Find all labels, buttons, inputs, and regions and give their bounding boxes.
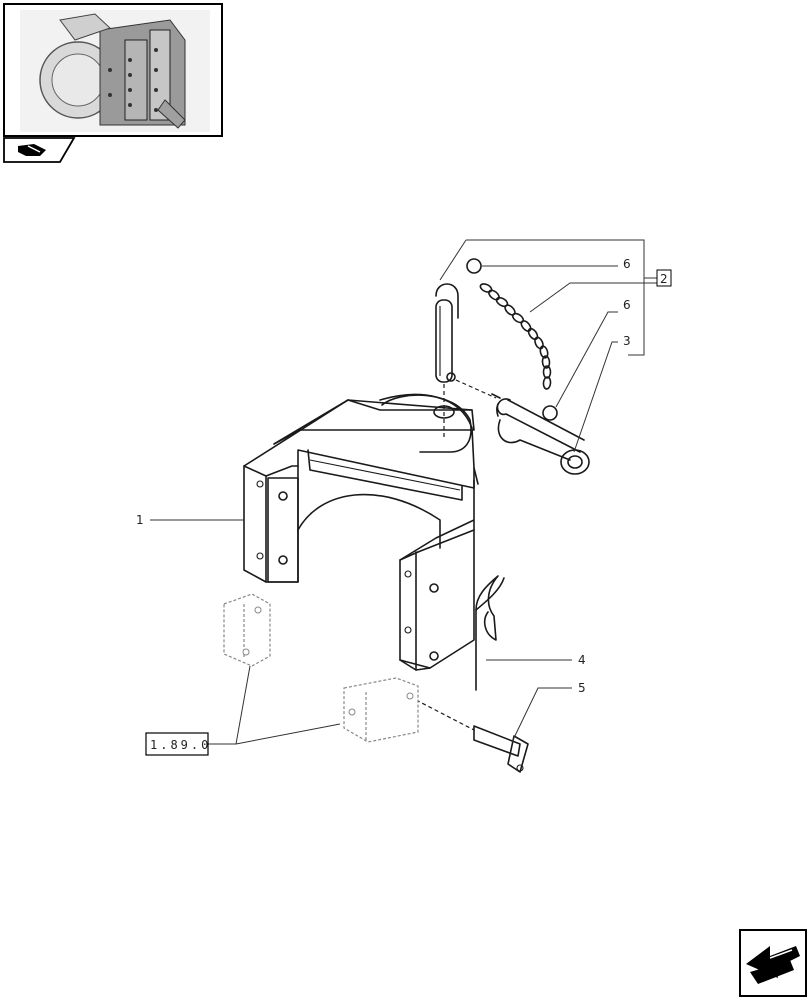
- drawbar-bracket-part-1: [243, 393, 479, 671]
- callout-5[interactable]: 5: [578, 681, 586, 695]
- page-forward-arrow-icon: [746, 946, 800, 984]
- callout-4[interactable]: 4: [578, 653, 586, 667]
- reference-label: 1.89.0: [150, 738, 211, 752]
- callout-6-top[interactable]: 6: [623, 257, 631, 271]
- reference-leaders: [208, 665, 341, 745]
- thumbnail-view[interactable]: [3, 3, 223, 137]
- ring-part-6b: [542, 311, 618, 421]
- reference-bracket-upper: [223, 593, 271, 667]
- callout-1[interactable]: 1: [136, 513, 144, 527]
- lynch-pin-part-3: [455, 341, 618, 475]
- reference-bracket-lower: [343, 677, 419, 743]
- callout-6-lower[interactable]: 6: [623, 298, 631, 312]
- callout-2[interactable]: 2: [660, 272, 668, 286]
- callout-2-box: [656, 269, 672, 287]
- spring-clip-part-4: [475, 575, 572, 691]
- thumbnail-icon: [20, 10, 210, 132]
- clevis-pin-part: [435, 283, 459, 410]
- next-page-button[interactable]: [739, 929, 807, 997]
- book-arrow-icon: [18, 144, 46, 156]
- chain-part: [479, 282, 658, 390]
- ring-part-6a: [466, 258, 618, 274]
- callout-3[interactable]: 3: [623, 334, 631, 348]
- drawbar-pin-part-5: [415, 687, 572, 773]
- reference-link[interactable]: 1.89.0: [145, 732, 211, 756]
- prev-nav-button[interactable]: [3, 137, 76, 163]
